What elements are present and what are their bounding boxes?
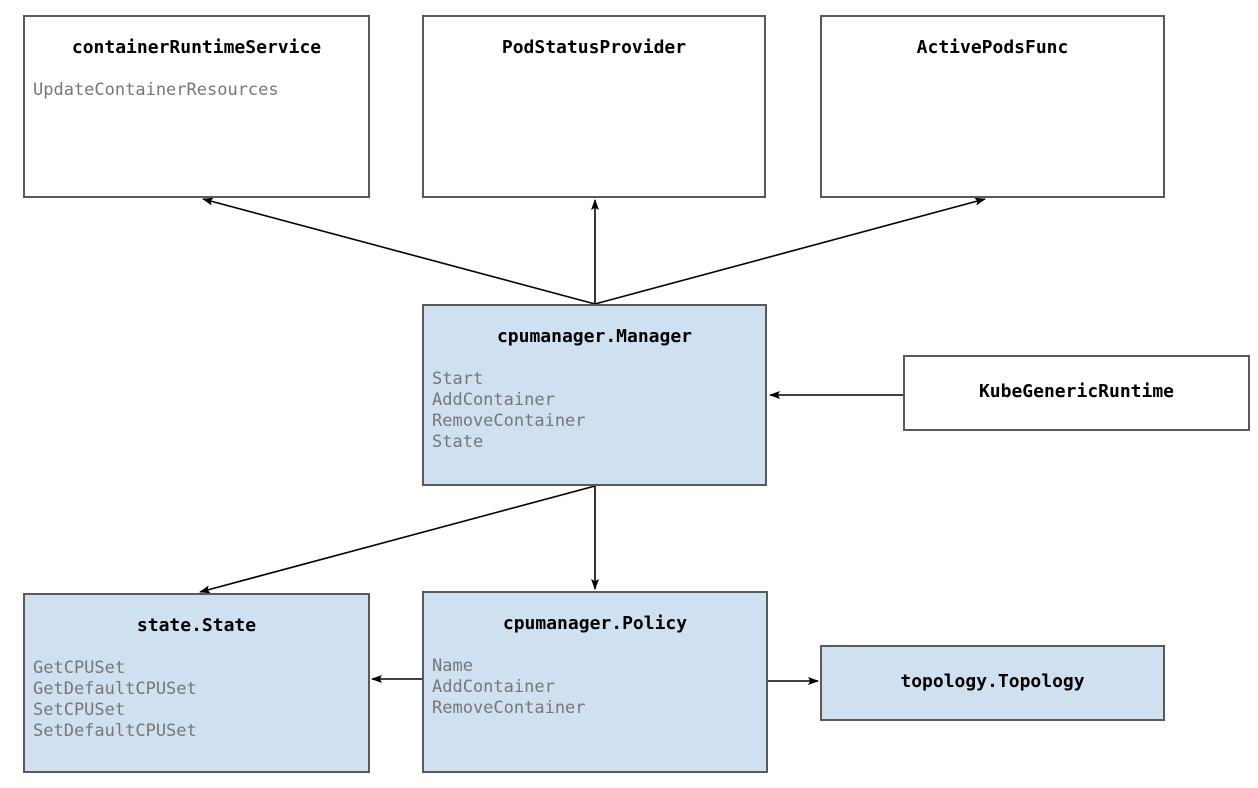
node-title: state.State xyxy=(136,615,257,636)
node-title: containerRuntimeService xyxy=(71,37,322,58)
node-title: cpumanager.Policy xyxy=(502,613,688,634)
node-method: SetCPUSet xyxy=(33,700,126,720)
node-activePodsFunc[interactable]: ActivePodsFunc xyxy=(820,15,1165,198)
node-method: GetDefaultCPUSet xyxy=(33,679,197,699)
edge-manager-to-stateState xyxy=(199,485,596,594)
node-method: GetCPUSet xyxy=(33,658,126,678)
node-method: Start xyxy=(432,369,484,389)
node-title: KubeGenericRuntime xyxy=(978,381,1175,402)
node-title: ActivePodsFunc xyxy=(916,37,1069,58)
node-method: UpdateContainerResources xyxy=(33,80,279,100)
node-kubeGenericRuntime[interactable]: KubeGenericRuntime xyxy=(903,355,1250,431)
node-method: RemoveContainer xyxy=(432,698,586,718)
edge-manager-to-activePodsFunc xyxy=(594,197,986,305)
node-method: RemoveContainer xyxy=(432,411,586,431)
node-method: State xyxy=(432,432,484,452)
edge-manager-to-containerRuntimeService xyxy=(202,197,596,305)
node-method: Name xyxy=(432,656,473,676)
node-title: topology.Topology xyxy=(900,671,1085,692)
node-method: AddContainer xyxy=(432,390,555,410)
node-topologyTopology[interactable]: topology.Topology xyxy=(820,645,1165,721)
node-podStatusProvider[interactable]: PodStatusProvider xyxy=(422,15,766,198)
node-title: PodStatusProvider xyxy=(501,37,687,58)
node-method: SetDefaultCPUSet xyxy=(33,721,197,741)
node-title: cpumanager.Manager xyxy=(496,326,693,347)
node-method: AddContainer xyxy=(432,677,555,697)
node-method-list: UpdateContainerResources xyxy=(25,80,368,101)
